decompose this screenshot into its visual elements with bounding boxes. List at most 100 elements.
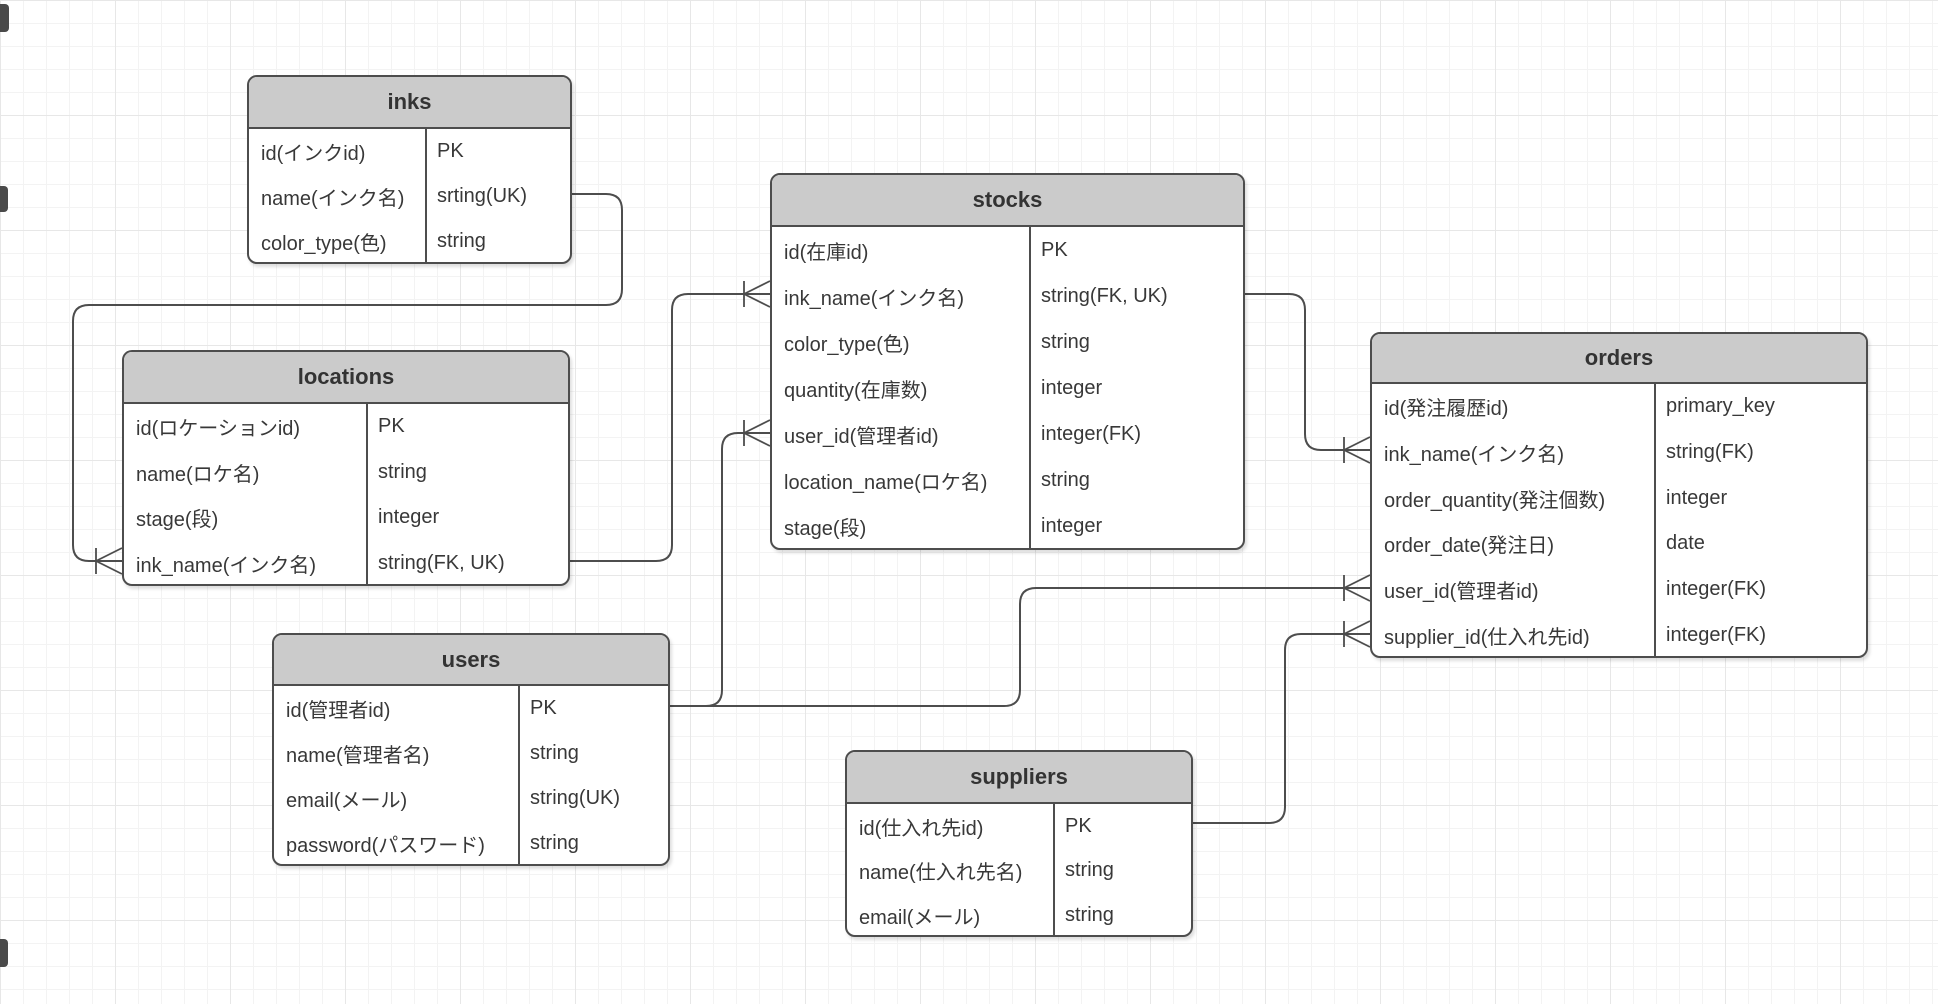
entity-title-locations[interactable]: locations (124, 352, 568, 404)
field-type-cell: string (378, 460, 427, 483)
column-divider (366, 404, 368, 586)
entity-title-inks[interactable]: inks (249, 77, 570, 129)
row-orders-0[interactable]: id(発注履歴id)primary_key (1372, 384, 1866, 430)
field-name-cell: id(仕入れ先id) (859, 817, 984, 840)
field-name-cell: ink_name(インク名) (784, 287, 965, 310)
field-type-cell: integer (1666, 486, 1728, 509)
row-orders-3[interactable]: order_date(発注日) date (1372, 521, 1866, 567)
crow-foot-mark (1343, 633, 1371, 648)
row-users-1[interactable]: name(管理者名)string (274, 731, 668, 776)
column-divider (518, 686, 520, 866)
crow-foot-mark (743, 280, 771, 295)
relationship-line[interactable] (1193, 633, 1370, 824)
relationship-inks-name-to-locations-ink_name[interactable] (72, 193, 623, 575)
crow-foot-mark (95, 547, 123, 562)
row-users-2[interactable]: email(メール)string(UK) (274, 776, 668, 821)
row-orders-5[interactable]: supplier_id(仕入れ先id)integer(FK) (1372, 612, 1866, 658)
field-name-cell: stage(段) (136, 509, 219, 532)
relationship-stocks-ink_name-to-orders-ink_name[interactable] (1245, 293, 1371, 464)
row-inks-2[interactable]: color_type(色)string (249, 219, 570, 264)
field-type-cell: integer(FK) (1666, 578, 1767, 601)
field-name-cell: id(在庫id) (784, 241, 869, 264)
field-name-cell: id(インクid) (261, 143, 366, 165)
relationship-locations-ink_name-to-stocks-ink_name[interactable] (570, 280, 771, 562)
field-type-cell: PK (1065, 814, 1092, 837)
entity-title-stocks[interactable]: stocks (772, 175, 1243, 227)
field-name-cell: supplier_id(仕入れ先id) (1384, 626, 1590, 649)
field-name-cell: quantity(在庫数) (784, 379, 928, 402)
row-inks-0[interactable]: id(インクid)PK (249, 129, 570, 174)
offscreen-shape-fragment (0, 186, 8, 212)
row-orders-2[interactable]: order_quantity(発注個数)integer (1372, 475, 1866, 521)
column-divider (1654, 384, 1656, 658)
field-type-cell: string(FK) (1666, 441, 1754, 464)
field-name-cell: location_name(ロケ名) (784, 472, 988, 495)
field-name-cell: email(メール) (859, 906, 981, 929)
entity-suppliers[interactable]: suppliers id(仕入れ先id) PK name(仕入れ先名) string em… (845, 750, 1193, 937)
field-type-cell: PK (530, 697, 557, 719)
field-name-cell: id(発注履歴id) (1384, 398, 1509, 421)
field-type-cell: PK (378, 415, 405, 438)
row-suppliers-1[interactable]: name(仕入れ先名) string (847, 849, 1191, 894)
field-name-cell: color_type(色) (784, 333, 910, 356)
relationship-users-id-to-orders-user_id[interactable] (670, 574, 1371, 707)
row-users-3[interactable]: password(パスワード)string (274, 821, 668, 866)
entity-title-users[interactable]: users (274, 635, 668, 686)
row-orders-1[interactable]: ink_name(インク名) string(FK) (1372, 430, 1866, 476)
relationship-line[interactable] (670, 587, 1370, 707)
relationship-line[interactable] (670, 432, 770, 707)
field-type-cell: date (1666, 532, 1705, 555)
field-type-cell: string(UK) (530, 787, 621, 809)
column-divider (1029, 227, 1031, 550)
field-type-cell: integer (378, 506, 440, 529)
row-stocks-1[interactable]: ink_name(インク名)string(FK, UK) (772, 273, 1243, 319)
field-type-cell: srting(UK) (437, 185, 528, 207)
row-stocks-4[interactable]: user_id(管理者id) integer(FK) (772, 411, 1243, 457)
row-stocks-5[interactable]: location_name(ロケ名)string (772, 457, 1243, 503)
relationship-line[interactable] (72, 193, 623, 562)
row-users-0[interactable]: id(管理者id) PK (274, 686, 668, 731)
crow-foot-mark (1343, 436, 1371, 451)
row-suppliers-0[interactable]: id(仕入れ先id) PK (847, 804, 1191, 849)
field-name-cell: stage(段) (784, 518, 867, 541)
row-locations-1[interactable]: name(ロケ名) string (124, 450, 568, 496)
crow-foot-mark (95, 560, 123, 575)
field-type-cell: integer(FK) (1041, 422, 1142, 445)
relationship-suppliers-id-to-orders-supplier_id[interactable] (1193, 620, 1371, 824)
offscreen-shape-fragment (0, 939, 8, 967)
field-name-cell: ink_name(インク名) (136, 554, 317, 577)
relationship-users-id-to-stocks-user_id[interactable] (670, 419, 771, 707)
field-name-cell: name(仕入れ先名) (859, 862, 1023, 885)
row-suppliers-2[interactable]: email(メール)string (847, 893, 1191, 938)
field-name-cell: order_date(発注日) (1384, 535, 1555, 558)
row-locations-3[interactable]: ink_name(インク名)string(FK, UK) (124, 541, 568, 587)
field-type-cell: string (1065, 859, 1114, 882)
entity-title-suppliers[interactable]: suppliers (847, 752, 1191, 804)
relationship-line[interactable] (570, 293, 770, 562)
row-stocks-3[interactable]: quantity(在庫数)integer (772, 365, 1243, 411)
field-type-cell: string (530, 742, 579, 764)
row-stocks-0[interactable]: id(在庫id)PK (772, 227, 1243, 273)
relationship-line[interactable] (1245, 293, 1370, 451)
field-name-cell: user_id(管理者id) (784, 425, 939, 448)
field-name-cell: name(インク名) (261, 188, 405, 210)
field-name-cell: id(管理者id) (286, 700, 391, 722)
row-stocks-6[interactable]: stage(段)integer (772, 504, 1243, 550)
field-name-cell: name(ロケ名) (136, 463, 260, 486)
entity-title-orders[interactable]: orders (1372, 334, 1866, 384)
row-locations-2[interactable]: stage(段) integer (124, 495, 568, 541)
row-inks-1[interactable]: name(インク名) srting(UK) (249, 174, 570, 219)
field-type-cell: string (530, 832, 579, 854)
row-orders-4[interactable]: user_id(管理者id)integer(FK) (1372, 567, 1866, 613)
row-stocks-2[interactable]: color_type(色)string (772, 319, 1243, 365)
field-name-cell: ink_name(インク名) (1384, 444, 1565, 467)
row-locations-0[interactable]: id(ロケーションid)PK (124, 404, 568, 450)
